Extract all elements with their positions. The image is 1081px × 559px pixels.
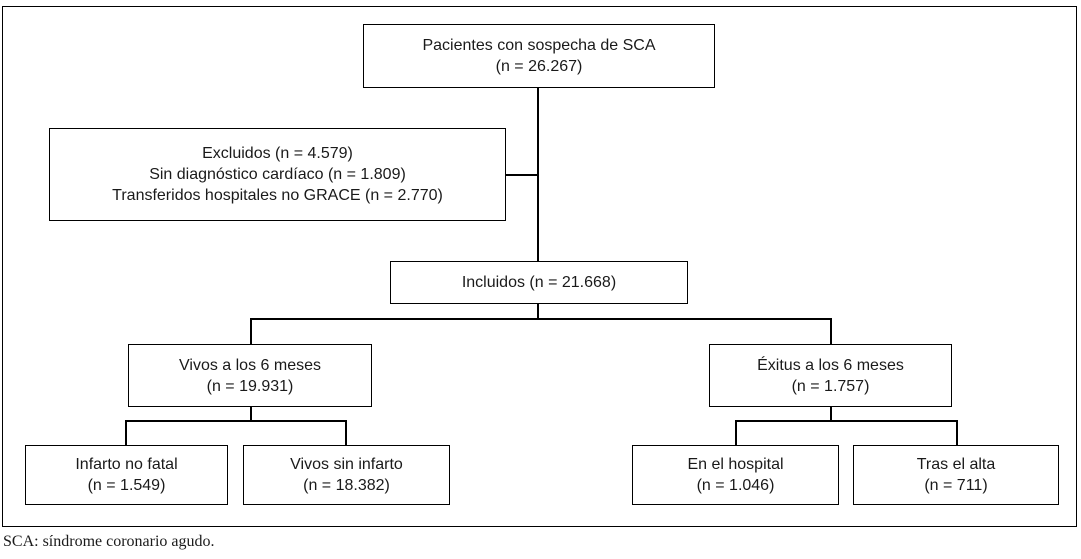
node-label: Incluidos (n = 21.668) xyxy=(461,274,617,291)
connector-split-left-down xyxy=(250,318,252,345)
node-label: Éxitus a los 6 meses xyxy=(757,356,904,374)
connector-split-right-down xyxy=(830,318,832,345)
node-count: (n = 711) xyxy=(924,477,988,494)
connector-vivos-sin-infarto-down xyxy=(345,420,347,446)
node-count: (n = 26.267) xyxy=(495,58,583,75)
node-label: Transferidos hospitales no GRACE (n = 2.… xyxy=(112,187,443,204)
connector-right-sub-horizontal xyxy=(735,420,958,422)
node-label: Tras el alta xyxy=(916,456,996,473)
node-label: Vivos a los 6 meses xyxy=(179,356,321,374)
node-count: (n = 1.549) xyxy=(87,477,166,494)
node-label: Excluidos (n = 4.579) xyxy=(202,145,353,162)
node-label: Infarto no fatal xyxy=(75,456,178,473)
node-label: Pacientes con sospecha de SCA xyxy=(422,37,656,54)
node-vivos-6-meses: Vivos a los 6 meses (n = 19.931) xyxy=(128,344,372,407)
connector-pacientes-to-incluidos xyxy=(537,88,539,262)
node-excluidos: Excluidos (n = 4.579) Sin diagnóstico ca… xyxy=(49,128,506,221)
node-count: (n = 1.046) xyxy=(696,477,775,494)
node-incluidos: Incluidos (n = 21.668) xyxy=(390,261,688,304)
connector-exitus-down xyxy=(830,407,832,422)
connector-infarto-down xyxy=(125,420,127,446)
node-vivos-sin-infarto: Vivos sin infarto (n = 18.382) xyxy=(243,445,450,505)
node-count: (n = 1.757) xyxy=(791,377,870,395)
connector-vivos-down xyxy=(250,407,252,422)
node-tras-el-alta: Tras el alta (n = 711) xyxy=(853,445,1059,505)
node-label: Sin diagnóstico cardíaco (n = 1.809) xyxy=(149,166,406,183)
node-label: Vivos sin infarto xyxy=(290,456,403,473)
node-en-el-hospital: En el hospital (n = 1.046) xyxy=(632,445,839,505)
node-count: (n = 19.931) xyxy=(206,377,294,395)
node-infarto-no-fatal: Infarto no fatal (n = 1.549) xyxy=(25,445,228,505)
node-pacientes-sospecha-sca: Pacientes con sospecha de SCA (n = 26.26… xyxy=(363,24,715,88)
connector-split-horizontal xyxy=(250,318,832,320)
connector-hospital-down xyxy=(735,420,737,446)
connector-excluidos-branch xyxy=(505,174,538,176)
connector-alta-down xyxy=(956,420,958,446)
node-count: (n = 18.382) xyxy=(303,477,390,494)
connector-left-sub-horizontal xyxy=(125,420,347,422)
node-exitus-6-meses: Éxitus a los 6 meses (n = 1.757) xyxy=(709,344,952,407)
node-label: En el hospital xyxy=(687,456,784,473)
connector-incluidos-down xyxy=(537,304,539,320)
footnote-abbreviation: SCA: síndrome coronario agudo. xyxy=(3,533,215,550)
diagram-outer-border xyxy=(2,6,1077,527)
